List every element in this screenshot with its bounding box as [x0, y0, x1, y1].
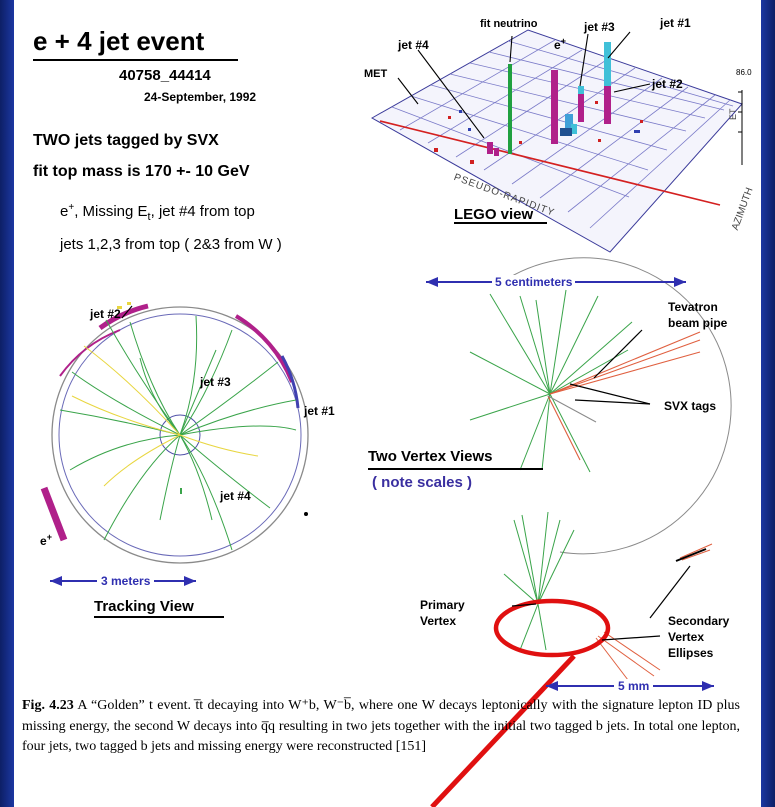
label-track-eplus: e+	[40, 532, 52, 548]
label-lego-jet1: jet #1	[660, 16, 691, 30]
caption-label: Fig. 4.23	[22, 698, 74, 713]
lego-axis-et: ET	[728, 108, 738, 120]
run-event-number: 40758_44414	[119, 67, 211, 84]
top-decay-note: e+, Missing Et, jet #4 from top	[60, 202, 255, 223]
label-track-jet3: jet #3	[200, 375, 231, 389]
label-track-jet2: jet #2	[90, 307, 121, 321]
label-met: MET	[364, 68, 388, 80]
annotation-arrows	[511, 329, 691, 641]
label-track-jet1: jet #1	[304, 404, 335, 418]
label-lego-eplus: e+	[554, 36, 566, 52]
lego-scale-value: 86.0	[736, 68, 752, 77]
vertex-view-bottom	[503, 511, 713, 681]
lego-view-caption: LEGO view	[454, 206, 534, 223]
tracking-scale-label: 3 meters	[97, 574, 155, 588]
lego-plot	[370, 29, 743, 253]
label-lego-jet4: jet #4	[398, 38, 429, 52]
label-fit-neutrino: fit neutrino	[480, 18, 538, 30]
vertex-views-title: Two Vertex Views	[368, 448, 493, 465]
label-lego-jet2: jet #2	[652, 77, 683, 91]
jet-assignment-note: jets 1,2,3 from top ( 2&3 from W )	[60, 236, 282, 253]
label-primary-vertex: Vertex	[420, 614, 457, 628]
vertex-top-scale-label: 5 centimeters	[492, 275, 576, 289]
figure-caption: Fig. 4.23 A “Golden” t event. t̅t decayi…	[22, 696, 740, 758]
label-beam-pipe: beam pipe	[668, 316, 728, 330]
label-track-jet4: jet #4	[220, 489, 251, 503]
heading-underlines	[33, 59, 547, 618]
label-svx-tags: SVX tags	[664, 399, 717, 413]
label-ellipses: Ellipses	[668, 646, 714, 660]
top-mass-note: fit top mass is 170 +- 10 GeV	[33, 163, 250, 180]
vertex-view-top	[469, 257, 732, 555]
event-title: e + 4 jet event	[33, 26, 205, 56]
tracking-view-drawing	[40, 302, 309, 564]
label-tevatron: Tevatron	[668, 300, 718, 314]
highlight-annotation	[430, 598, 611, 807]
label-lego-jet3: jet #3	[584, 20, 615, 34]
event-date: 24-September, 1992	[144, 90, 257, 104]
vertex-bottom-scale-label: 5 mm	[614, 679, 654, 693]
caption-text: A “Golden” t event. t̅t decaying into W⁺…	[22, 698, 740, 754]
label-primary: Primary	[420, 598, 465, 612]
tracking-view-caption: Tracking View	[94, 598, 194, 615]
vertex-views-subtitle: ( note scales )	[372, 474, 473, 491]
label-secondary-vertex: Vertex	[668, 630, 705, 644]
svx-tag-note: TWO jets tagged by SVX	[33, 132, 219, 149]
label-secondary: Secondary	[668, 614, 730, 628]
